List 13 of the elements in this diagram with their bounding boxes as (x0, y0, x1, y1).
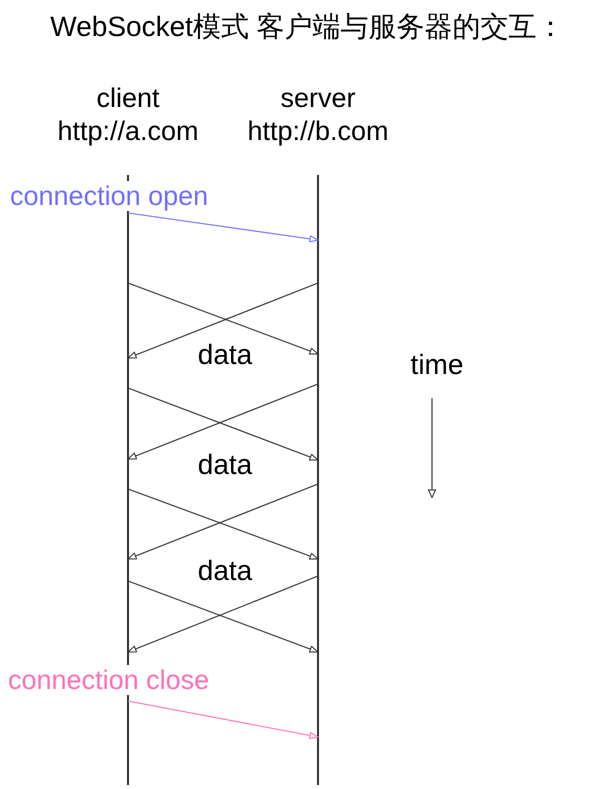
message-label: data (198, 555, 252, 587)
title: WebSocket模式 客户端与服务器的交互： (50, 10, 565, 44)
message-label: data (198, 449, 252, 481)
participant-label: client (96, 82, 160, 115)
message-arrow (128, 700, 318, 739)
message-label: data (198, 339, 252, 371)
participant-label: http://a.com (57, 115, 199, 148)
edge-label: connection close (8, 665, 210, 695)
edge-label: connection open (10, 181, 208, 211)
message-arrow (128, 212, 318, 242)
participant-label: http://b.com (247, 115, 389, 148)
participant-label: server (280, 82, 356, 115)
time-label: time (410, 349, 464, 381)
